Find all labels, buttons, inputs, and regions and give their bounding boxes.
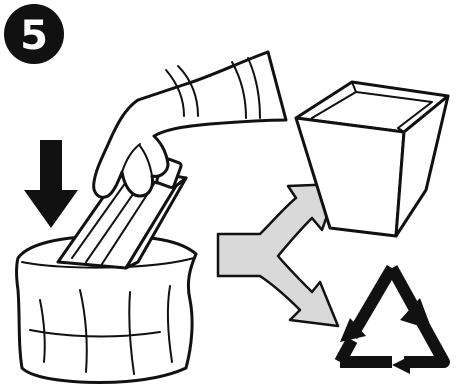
step-number-badge: 5: [4, 4, 64, 64]
down-arrow-icon: [24, 140, 78, 228]
recycle-icon: [340, 268, 444, 374]
gloved-hand-icon: [94, 52, 286, 197]
split-arrow-icon: [218, 184, 338, 326]
step-number: 5: [20, 13, 48, 59]
